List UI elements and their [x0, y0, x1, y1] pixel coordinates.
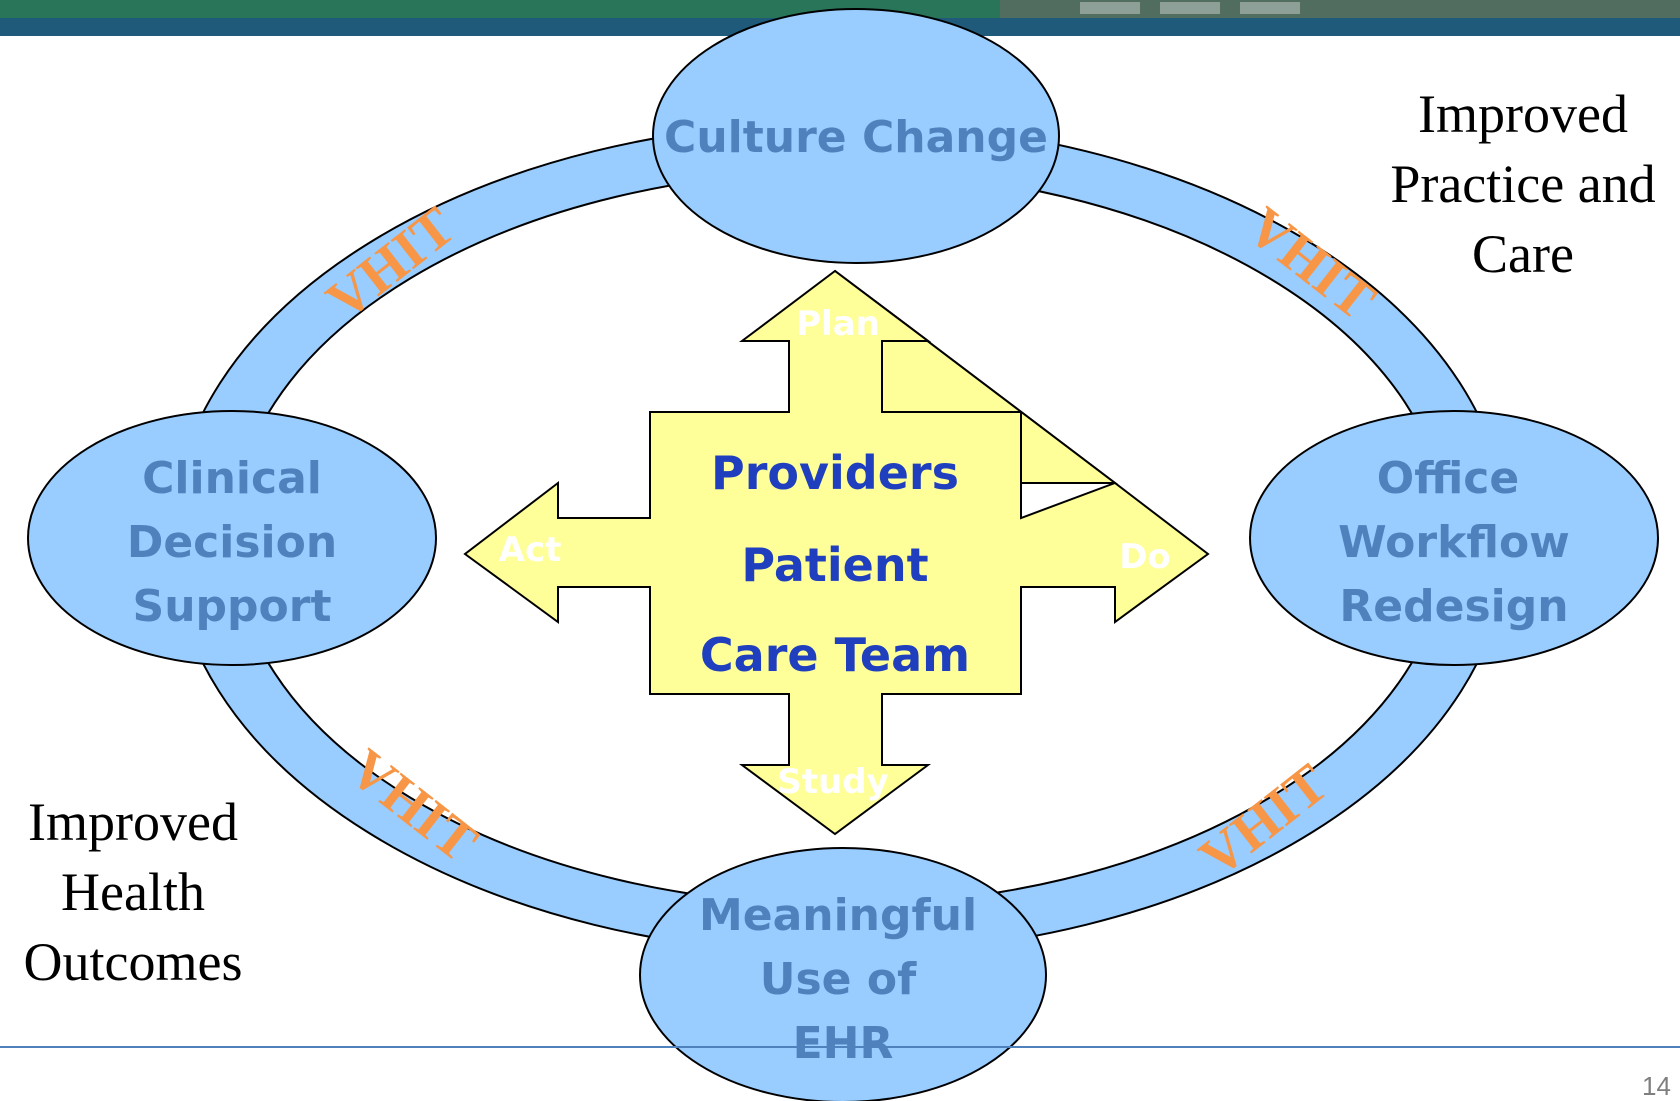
- node-label-top-1: Culture Change: [664, 112, 1048, 163]
- side-label-top-right-1: Improved: [1418, 84, 1628, 144]
- node-label-bottom-3: EHR: [793, 1018, 894, 1069]
- node-label-left-2: Decision: [127, 517, 337, 568]
- side-label-bottom-left-3: Outcomes: [24, 932, 243, 992]
- arrow-label-act: Act: [499, 530, 562, 570]
- node-clinical-decision-support: [27, 410, 437, 666]
- node-label-left-1: Clinical: [142, 453, 322, 504]
- page-number: 14: [1642, 1071, 1671, 1101]
- node-culture-change: [652, 8, 1060, 264]
- center-box: [463, 269, 1210, 836]
- center-label-care-team: Care Team: [700, 628, 970, 682]
- node-meaningful-use-ehr: [639, 847, 1047, 1101]
- node-label-right-3: Redesign: [1339, 581, 1568, 632]
- center-label-providers: Providers: [711, 446, 959, 500]
- node-label-right-2: Workflow: [1338, 517, 1570, 568]
- node-label-left-3: Support: [133, 581, 332, 632]
- side-label-top-right-2: Practice and: [1390, 154, 1655, 214]
- center-label-patient: Patient: [741, 538, 928, 592]
- side-label-bottom-left-2: Health: [61, 862, 205, 922]
- node-label-bottom-2: Use of: [760, 954, 917, 1005]
- node-office-workflow-redesign: [1249, 410, 1659, 666]
- node-label-right-1: Office: [1377, 453, 1519, 504]
- side-label-bottom-left-1: Improved: [28, 792, 238, 852]
- node-label-bottom-1: Meaningful: [699, 890, 977, 941]
- arrow-label-study: Study: [777, 762, 888, 802]
- arrow-label-do: Do: [1119, 537, 1171, 577]
- side-label-top-right-3: Care: [1472, 224, 1574, 284]
- arrow-label-plan: Plan: [796, 304, 880, 344]
